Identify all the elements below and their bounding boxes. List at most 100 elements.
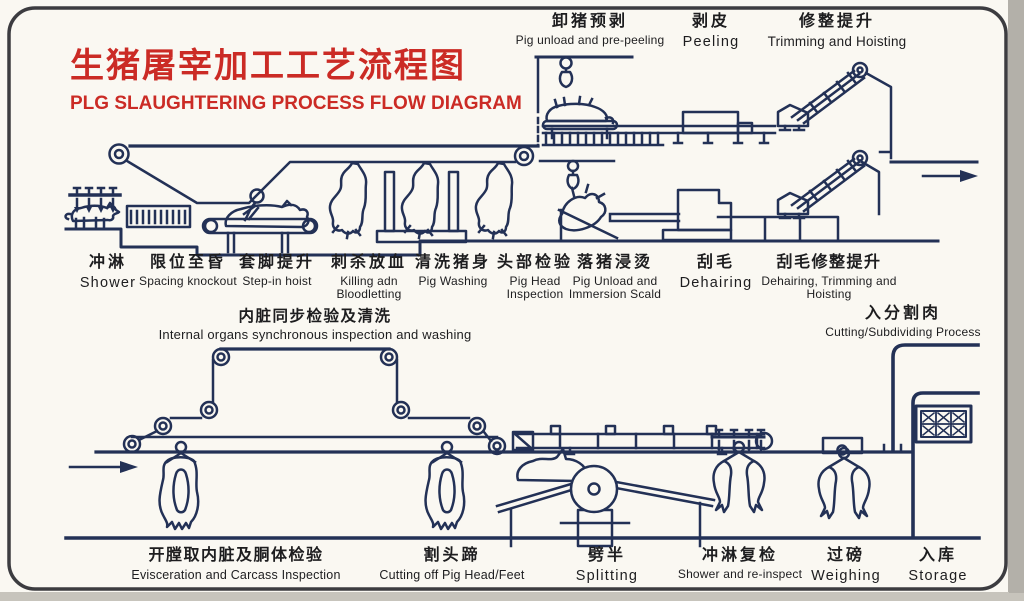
rail-dip: [125, 159, 517, 205]
station-en: Pig unload and pre-peeling: [515, 32, 665, 47]
shower-jets: [75, 197, 115, 209]
flow-arrow-left: [68, 461, 138, 473]
station-zh: 清洗猪身: [414, 254, 491, 271]
station-zh: 套脚提升: [238, 254, 315, 271]
station-pig-washing: 清洗猪身 Pig Washing: [405, 254, 501, 288]
station-weighing: 过磅 Weighing: [797, 547, 895, 584]
station-zh: 冲淋: [88, 254, 127, 271]
station-en: Shower: [79, 274, 137, 291]
hoist-bottom-chute: [860, 160, 881, 216]
subdividing-rail: [882, 343, 980, 454]
step-in-hoist-bench: [201, 217, 319, 254]
station-splitting: 劈半 Splitting: [549, 547, 665, 584]
station-en: Peeling: [682, 33, 740, 50]
station-en: Cutting/Subdividing Process: [825, 324, 981, 339]
station-shower: 冲淋 Shower: [60, 254, 156, 291]
washing-cabinet: [375, 170, 468, 244]
station-dehairing: 刮毛 Dehairing: [668, 254, 764, 291]
kill-line-floor: [64, 227, 940, 257]
storage-rack: [914, 404, 973, 444]
station-pig-unload-pre-peeling: 卸猪预剥 Pig unload and pre-peeling: [500, 13, 680, 47]
rail-pulley-left: [108, 143, 130, 165]
organ-inspection-loop: [122, 347, 507, 456]
station-zh: 限位至昏: [149, 254, 226, 271]
station-dehair-trim-hoist: 刮毛修整提升 Dehairing, Trimming and Hoisting: [756, 254, 902, 302]
station-zh: 修整提升: [798, 13, 875, 30]
station-en: Dehairing: [679, 274, 753, 291]
dehair-table: [716, 215, 840, 243]
hook-unload: [558, 56, 574, 89]
station-head-inspection: 头部检验 Pig Head Inspection: [497, 254, 573, 302]
station-evisceration: 开膛取内脏及胴体检验 Evisceration and Carcass Insp…: [112, 547, 360, 582]
station-en: Dehairing, Trimming and Hoisting: [761, 273, 897, 302]
station-cutting-subdividing: 入分割肉 Cutting/Subdividing Process: [818, 305, 988, 339]
kill-line-scene: [64, 55, 979, 257]
scald-tank: [608, 212, 681, 223]
station-peeling: 剥皮 Peeling: [666, 13, 756, 50]
station-zh: 入库: [918, 547, 957, 564]
station-en: Pig Head Inspection: [506, 273, 564, 302]
rail-pulley-mid: [513, 145, 535, 167]
station-en: Splitting: [575, 567, 639, 584]
line-art: [64, 55, 981, 548]
station-en: Shower and re-inspect: [677, 566, 803, 581]
station-zh: 冲淋复检: [701, 547, 778, 564]
station-en: Pig Unload and Immersion Scald: [568, 273, 662, 302]
splitting-saw-station: [495, 447, 716, 548]
station-zh: 割头蹄: [423, 547, 481, 564]
station-en: Cutting off Pig Head/Feet: [379, 567, 525, 582]
station-shower-reinspect: 冲淋复检 Shower and re-inspect: [664, 547, 816, 581]
station-zh: 落猪浸烫: [576, 254, 653, 271]
station-cut-head-feet: 割头蹄 Cutting off Pig Head/Feet: [350, 547, 554, 582]
shower-hangers: [72, 186, 118, 196]
title-english: PLG SLAUGHTERING PROCESS FLOW DIAGRAM: [70, 93, 522, 114]
station-organ-inspection: 内脏同步检验及清洗 Internal organs synchronous in…: [155, 308, 475, 343]
station-zh: 刮毛: [696, 254, 735, 271]
shower-station: [68, 186, 122, 213]
station-en: Killing adn Bloodletting: [336, 273, 402, 302]
station-en: Pig Washing: [418, 273, 488, 288]
station-zh: 刺杀放血: [330, 254, 407, 271]
dehairing-machine: [661, 188, 733, 242]
station-zh: 过磅: [826, 547, 865, 564]
hoist-top-chute: [864, 71, 893, 160]
station-en: Weighing: [811, 567, 881, 584]
rack-hatch: [921, 411, 966, 437]
station-trimming-hoisting: 修整提升 Trimming and Hoisting: [748, 13, 926, 49]
rail-pulley-mid-hub: [518, 150, 530, 162]
station-en: Trimming and Hoisting: [767, 33, 907, 49]
station-zh: 卸猪预剥: [551, 13, 628, 30]
station-en: Spacing knockout: [139, 273, 237, 288]
station-en: Evisceration and Carcass Inspection: [131, 567, 341, 582]
title-chinese: 生猪屠宰加工工艺流程图: [70, 47, 466, 85]
station-spacing-knockout: 限位至昏 Spacing knockout: [136, 254, 240, 288]
station-zh: 入分割肉: [864, 305, 941, 322]
station-immersion-scald: 落猪浸烫 Pig Unload and Immersion Scald: [558, 254, 672, 302]
scan-edge-right: [1009, 0, 1024, 601]
flow-arrow-right: [921, 170, 978, 182]
station-zh: 头部检验: [497, 254, 574, 271]
station-storage: 入库 Storage: [888, 547, 988, 584]
storage-rail: [911, 391, 980, 539]
knockout-restrainer: [125, 204, 192, 229]
standing-pig: [64, 201, 121, 229]
pig-on-back: [545, 95, 615, 125]
diagram-title: 生猪屠宰加工工艺流程图 PLG SLAUGHTERING PROCESS FLO…: [70, 38, 522, 115]
falling-pig: [557, 192, 607, 232]
scald-drop: [538, 159, 681, 242]
pre-peeling-level: [534, 55, 777, 147]
station-en: Step-in hoist: [242, 273, 312, 288]
scan-edge-bottom: [0, 593, 1024, 601]
station-zh: 开膛取内脏及胴体检验: [148, 547, 324, 564]
peeling-machine: [681, 110, 754, 135]
station-en: Storage: [908, 567, 968, 584]
station-zh: 刮毛修整提升: [776, 254, 882, 271]
saw-hub: [587, 482, 601, 496]
pig-on-bench: [224, 199, 310, 229]
station-zh: 剥皮: [691, 13, 730, 30]
station-step-in-hoist: 套脚提升 Step-in hoist: [225, 254, 329, 288]
carcass-line-scene: [64, 343, 981, 548]
station-zh: 劈半: [587, 547, 626, 564]
